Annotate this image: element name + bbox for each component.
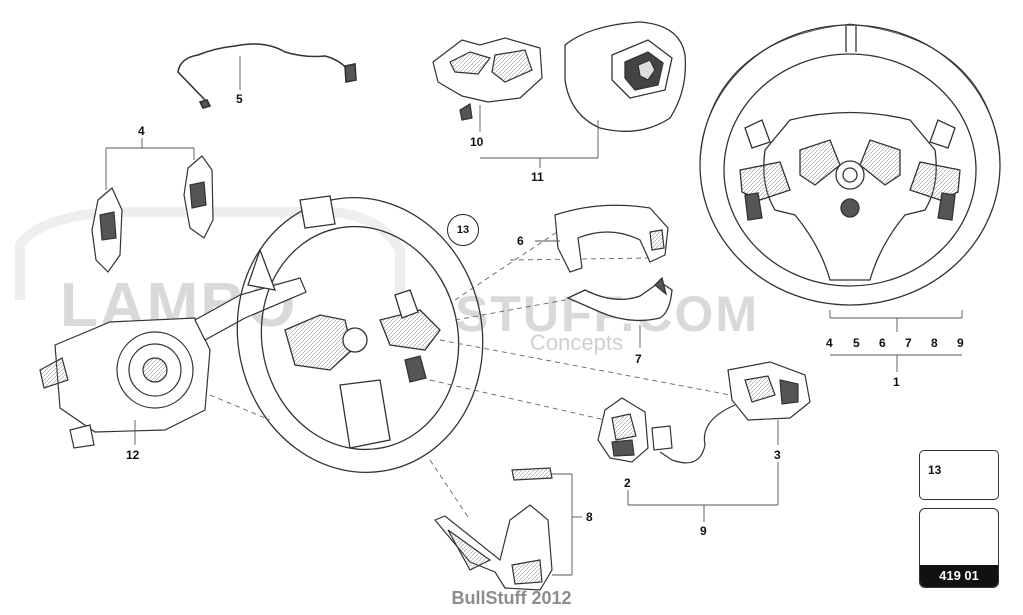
part-6-trim [554,204,669,273]
callout-row-4: 4 [826,336,833,350]
page-code: 419 01 [920,565,998,587]
callout-row-5: 5 [853,336,860,350]
callout-row-6: 6 [879,336,886,350]
callout-5: 5 [236,92,243,106]
leader-8 [552,473,582,576]
callout-2: 2 [624,476,631,490]
callout-4: 4 [138,124,145,138]
callout-6: 6 [517,234,524,248]
dashed-leaders [209,229,731,521]
callout-row-8: 8 [931,336,938,350]
leader-1 [829,310,963,372]
part-13-wheel-center [236,195,484,473]
page-navigation-box[interactable]: 419 01 [919,508,999,588]
callout-12: 12 [126,448,140,462]
callout-1: 1 [893,375,900,389]
callout-13-circle: 13 [447,214,479,246]
callout-11: 11 [531,170,544,184]
part-5-wiring [177,43,357,109]
part-10-carrier [432,37,543,121]
callout-7: 7 [635,352,642,366]
legend-box-label: 13 [928,463,942,477]
part-8-spoke [434,467,553,591]
callout-8: 8 [586,510,593,524]
part-1-steering-wheel [699,23,1001,306]
leader-4 [105,138,195,190]
watermark-tagline: Concepts [530,330,623,355]
part-2-switch-left [597,397,649,463]
leader-10-11 [479,105,599,168]
callout-10: 10 [470,135,484,149]
part-3-switch-right [651,361,811,464]
part-7-strip [566,276,673,322]
part-11-airbag [564,21,687,132]
callout-3: 3 [774,448,781,462]
callout-row-7: 7 [905,336,912,350]
part-12-column [39,277,307,449]
legend-box-13: 13 [919,450,999,500]
part-4-paddles [91,155,214,273]
callout-9: 9 [700,524,707,538]
callout-row-9: 9 [957,336,964,350]
footer-credit: BullStuff 2012 [451,588,572,608]
leader-9 [627,462,779,522]
